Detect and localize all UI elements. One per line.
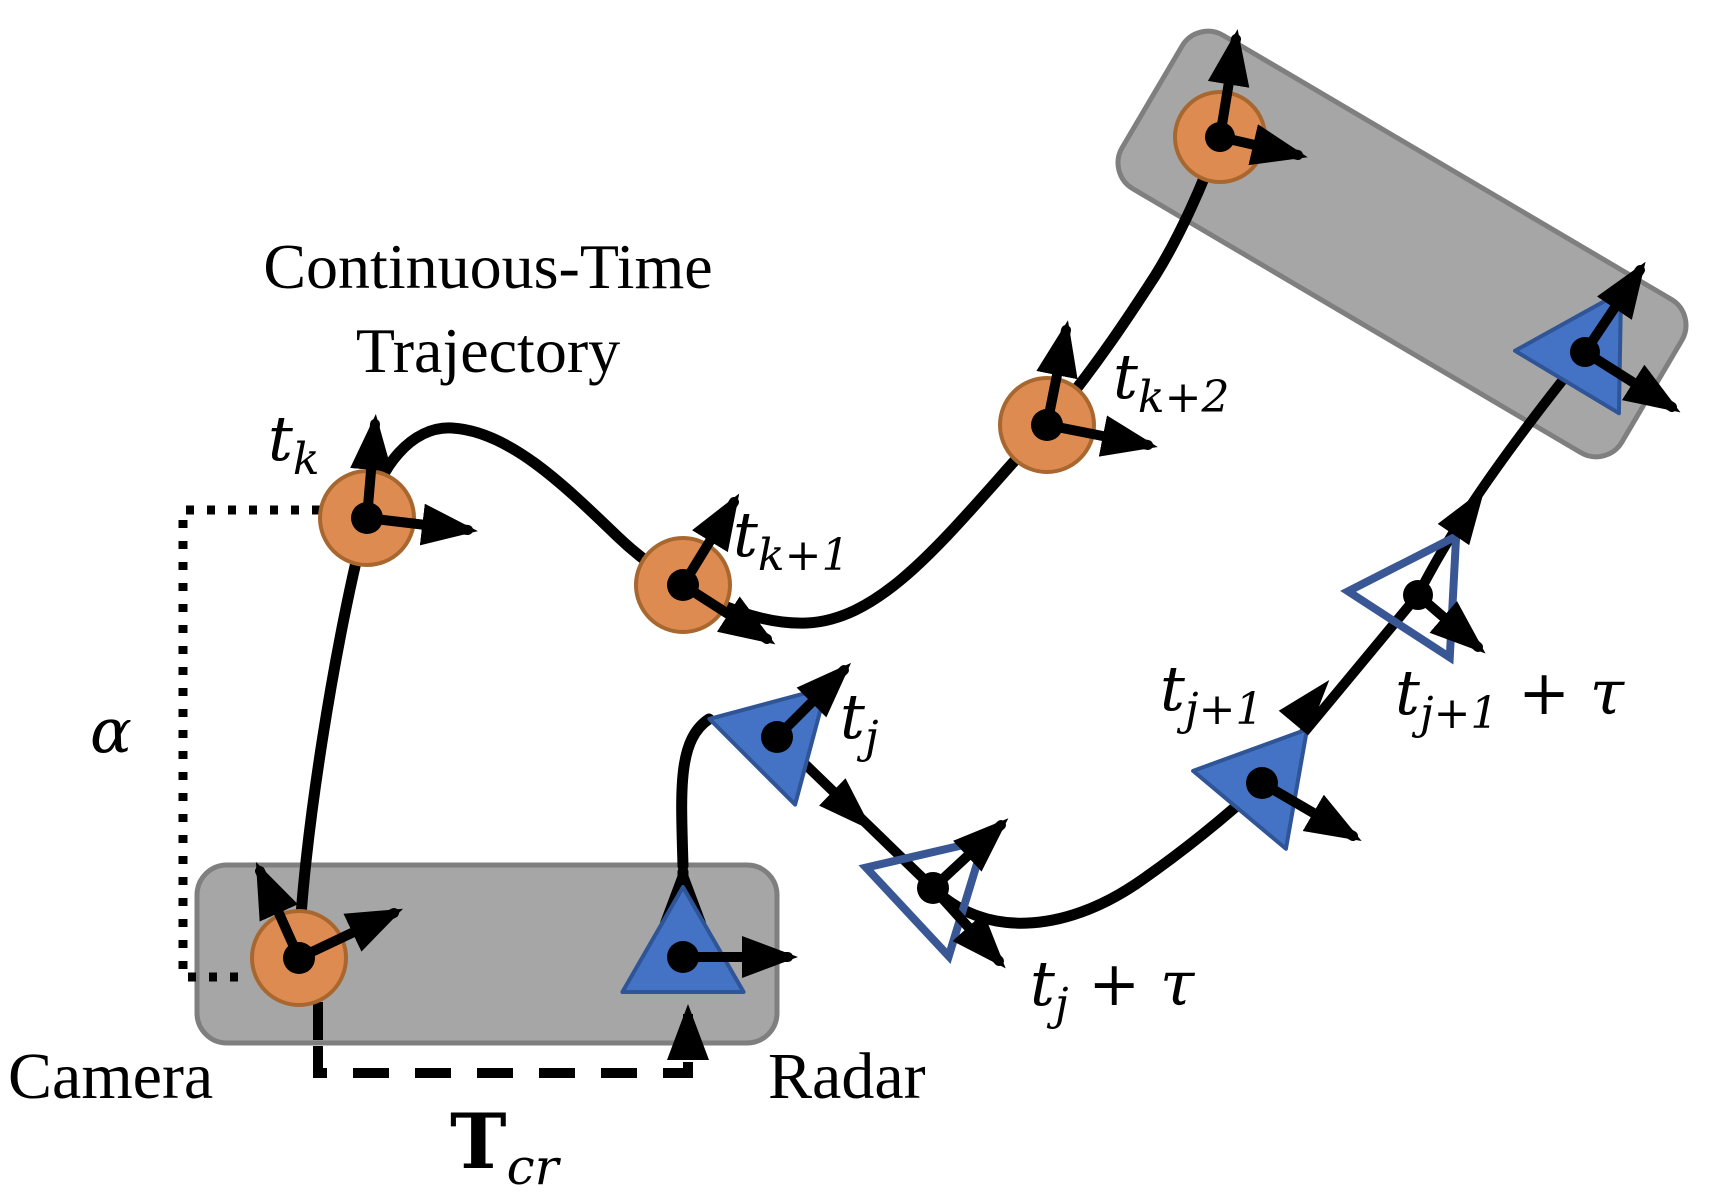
radar-pose-tj1-tau [1340, 529, 1461, 665]
label-camera: Camera [8, 1040, 213, 1113]
label-tj1: tj+1 [1160, 652, 1263, 735]
label-tj1-tau: tj+1 + τ [1395, 656, 1626, 739]
label-tk: tk [268, 402, 320, 485]
figure-title-line2: Trajectory [356, 315, 620, 386]
label-tj-tau: tj + τ [1030, 947, 1196, 1030]
radar-pose-body-end [1513, 289, 1624, 416]
alpha-offset-dotted-line [178, 505, 320, 982]
connector-arrowhead-tj1tau [1437, 488, 1485, 546]
connector-arrowhead-tj [819, 778, 873, 831]
label-tk1: tk+1 [733, 498, 849, 581]
connector-arrowhead-tj1 [1278, 680, 1330, 736]
camera-trajectory-seg1 [293, 512, 373, 964]
camera-trajectory-seg4 [1041, 131, 1226, 431]
radar-pose-tj-tau [858, 834, 991, 964]
label-alpha: α [90, 694, 132, 767]
figure-title-line1: Continuous-Time [263, 231, 712, 302]
label-radar: Radar [768, 1040, 926, 1113]
label-tj: tj [840, 680, 879, 763]
label-extrinsic-tcr: Tcr [450, 1097, 562, 1194]
pose-center-dots [283, 122, 1600, 974]
label-tk2: tk+2 [1113, 340, 1229, 423]
extrinsic-bracket-dashed [313, 1046, 693, 1078]
radar-pose-body-start [620, 885, 746, 994]
radar-trajectory-seg2 [676, 713, 715, 872]
